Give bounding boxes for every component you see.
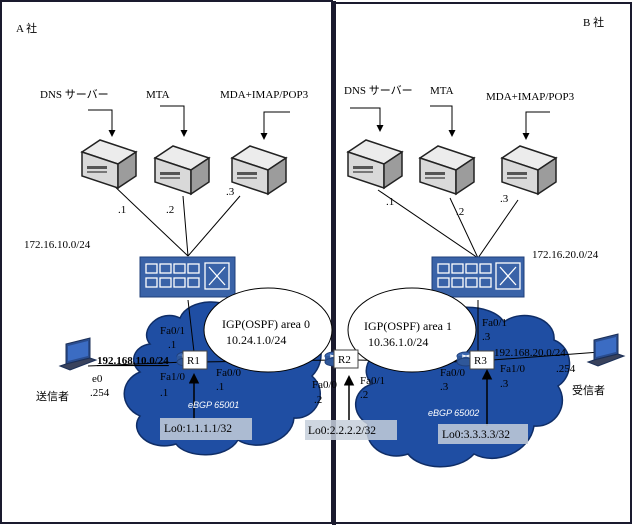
host-mda-a: .3	[226, 186, 235, 198]
r1-iface-fa00: Fa0/0	[216, 367, 242, 379]
sender-network: 192.168.10.0/24	[97, 355, 169, 367]
sender-iface: e0	[92, 373, 103, 385]
host-mta-b: .2	[456, 206, 464, 218]
r3-iface-fa00: Fa0/0	[440, 367, 466, 379]
company-a-label: A 社	[16, 21, 37, 35]
igp-network-a: 10.24.1.0/24	[226, 333, 286, 347]
receiver-host: .254	[556, 363, 576, 375]
host-dns-b: .1	[386, 196, 394, 208]
receiver-label: 受信者	[572, 384, 605, 397]
company-b-label: B 社	[583, 15, 604, 29]
loopback-box-r2	[305, 420, 397, 440]
r1-host-fa10: .1	[160, 387, 168, 399]
loopback-r3: Lo0:3.3.3.3/32	[442, 429, 510, 441]
bgp-label-b: eBGP 65002	[428, 408, 479, 418]
sender-label: 送信者	[36, 389, 69, 403]
r1-host-fa01: .1	[168, 339, 176, 351]
mta-label-a: MTA	[146, 89, 170, 101]
r2-iface-fa01: Fa0/1	[360, 375, 385, 387]
loopback-box-r3	[438, 424, 528, 444]
r1-host-fa00: .1	[216, 381, 224, 393]
r1-iface-fa01: Fa0/1	[160, 325, 185, 337]
loopback-r2: Lo0:2.2.2.2/32	[308, 425, 376, 437]
igp-area-0-ellipse	[203, 287, 333, 373]
host-dns-a: .1	[118, 204, 126, 216]
switch-b	[431, 256, 525, 298]
igp-title-a: IGP(OSPF) area 0	[222, 317, 310, 331]
r3-host-fa00: .3	[440, 381, 449, 393]
r2-iface-fa00: Fa0/0	[312, 379, 338, 391]
dns-label-a: DNS サーバー	[40, 88, 109, 101]
panel-divider	[332, 1, 336, 525]
router-r2	[324, 349, 359, 369]
dns-label-b: DNS サーバー	[344, 84, 413, 97]
r3-host-fa01: .3	[482, 331, 491, 343]
igp-area-1-ellipse	[347, 287, 477, 373]
r3-host-fa10: .3	[500, 378, 509, 390]
loopback-r1: Lo0:1.1.1.1/32	[164, 423, 232, 435]
bgp-label-a: eBGP 65001	[188, 400, 239, 410]
lan-network-a: 172.16.10.0/24	[24, 239, 91, 251]
mta-label-b: MTA	[430, 85, 454, 97]
loopback-box-r1	[160, 418, 252, 440]
host-mta-a: .2	[166, 204, 174, 216]
sender-host: .254	[90, 387, 110, 399]
igp-network-b: 10.36.1.0/24	[368, 335, 428, 349]
lan-network-b: 172.16.20.0/24	[532, 249, 599, 261]
mda-label-b: MDA+IMAP/POP3	[486, 91, 575, 103]
switch-a	[139, 256, 236, 298]
host-mda-b: .3	[500, 193, 509, 205]
router-r2-name: R2	[338, 354, 351, 366]
receiver-network: 192.168.20.0/24	[494, 347, 566, 359]
r3-iface-fa01: Fa0/1	[482, 317, 507, 329]
mda-label-a: MDA+IMAP/POP3	[220, 89, 309, 101]
router-r3-name: R3	[474, 355, 487, 367]
r1-iface-fa10: Fa1/0	[160, 371, 186, 383]
r3-iface-fa10: Fa1/0	[500, 363, 526, 375]
r2-host-fa00: .2	[314, 394, 322, 406]
router-r1-name: R1	[187, 355, 200, 367]
igp-title-b: IGP(OSPF) area 1	[364, 319, 452, 333]
router-r3	[456, 350, 495, 370]
router-r1	[176, 350, 208, 370]
r2-host-fa01: .2	[360, 389, 368, 401]
